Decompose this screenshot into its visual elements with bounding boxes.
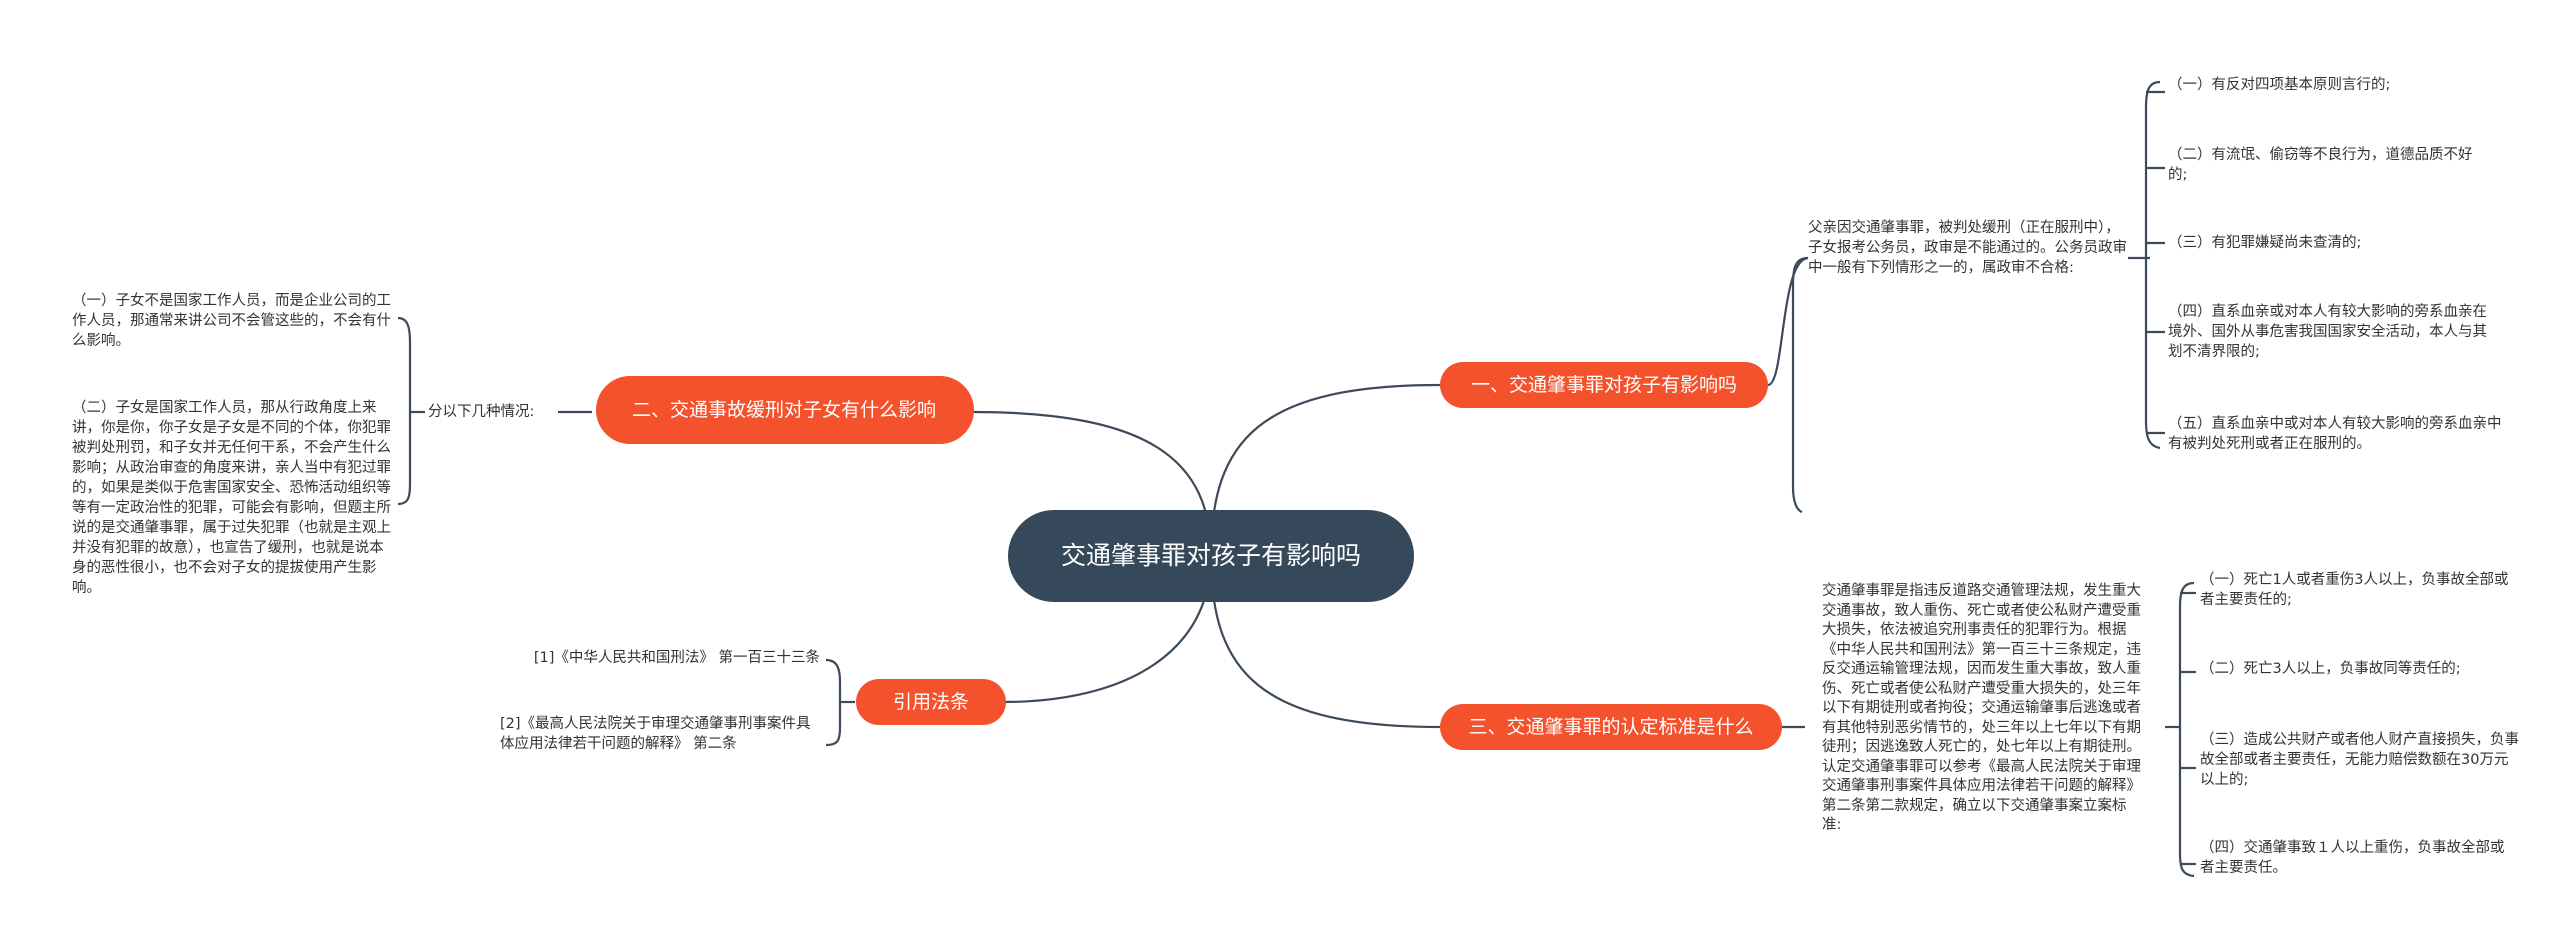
b1-intro-text: 父亲因交通肇事罪，被判处缓刑（正在服刑中），子女报考公务员，政审是不能通过的。公… [1808,220,2127,276]
b1-item-1: （一）有反对四项基本原则言行的; [2168,77,2391,93]
branch-determination-standard[interactable]: 三、交通肇事罪的认定标准是什么 [1440,704,1782,750]
branch-label: 一、交通肇事罪对孩子有影响吗 [1470,374,1737,396]
b3-item-1: （一）死亡1人或者重伤3人以上，负事故全部或者主要责任的; [2200,572,2509,608]
b1-item-2: （二）有流氓、偷窃等不良行为，道德品质不好的; [2168,147,2473,183]
central-topic-label: 交通肇事罪对孩子有影响吗 [1060,541,1361,570]
b2-intro-text: 分以下几种情况: [428,404,535,420]
bracket-b1-items [2144,80,2161,450]
b4-citation-2: [2]《最高人民法院关于审理交通肇事刑事案件具体应用法律若干问题的解释》 第二条 [500,716,811,752]
b1-item-3: （三）有犯罪嫌疑尚未查清的; [2168,235,2362,251]
edge-b1-intro [1767,256,1809,387]
branch-impact-on-children[interactable]: 一、交通肇事罪对孩子有影响吗 [1440,362,1768,408]
branch-label: 三、交通肇事罪的认定标准是什么 [1468,716,1754,738]
b3-item-4: （四）交通肇事致１人以上重伤，负事故全部或者主要责任。 [2200,840,2505,876]
bracket-b3 [2178,581,2195,878]
b3-item-2: （二）死亡3人以上，负事故同等责任的; [2200,661,2461,677]
b1-item-4: （四）直系血亲或对本人有较大影响的旁系血亲在境外、国外从事危害我国国家安全活动，… [2168,304,2487,360]
bracket-b4 [825,658,842,747]
branch-label: 引用法条 [892,691,969,713]
branch-probation-impact[interactable]: 二、交通事故缓刑对子女有什么影响 [596,376,974,444]
b4-citation-1: [1]《中华人民共和国刑法》 第一百三十三条 [533,650,820,666]
b2-item-2: （二）子女是国家工作人员，那从行政角度上来讲，你是你，你子女是子女是不同的个体，… [72,400,391,596]
central-topic[interactable]: 交通肇事罪对孩子有影响吗 [1008,510,1414,602]
b2-item-1: （一）子女不是国家工作人员，而是企业公司的工作人员，那通常来讲公司不会管这些的，… [72,293,391,349]
bracket-b1-intro [1791,256,1809,514]
b1-item-5: （五）直系血亲中或对本人有较大影响的旁系血亲中有被判处死刑或者正在服刑的。 [2168,416,2502,452]
b3-item-3: （三）造成公共财产或者他人财产直接损失，负事故全部或者主要责任，无能力赔偿数额在… [2200,732,2519,788]
bracket-b2 [397,316,412,506]
branch-label: 二、交通事故缓刑对子女有什么影响 [632,399,937,421]
branch-cited-laws[interactable]: 引用法条 [856,679,1006,725]
b3-intro-text: 交通肇事罪是指违反道路交通管理法规，发生重大交通事故，致人重伤、死亡或者使公私财… [1822,583,2141,833]
